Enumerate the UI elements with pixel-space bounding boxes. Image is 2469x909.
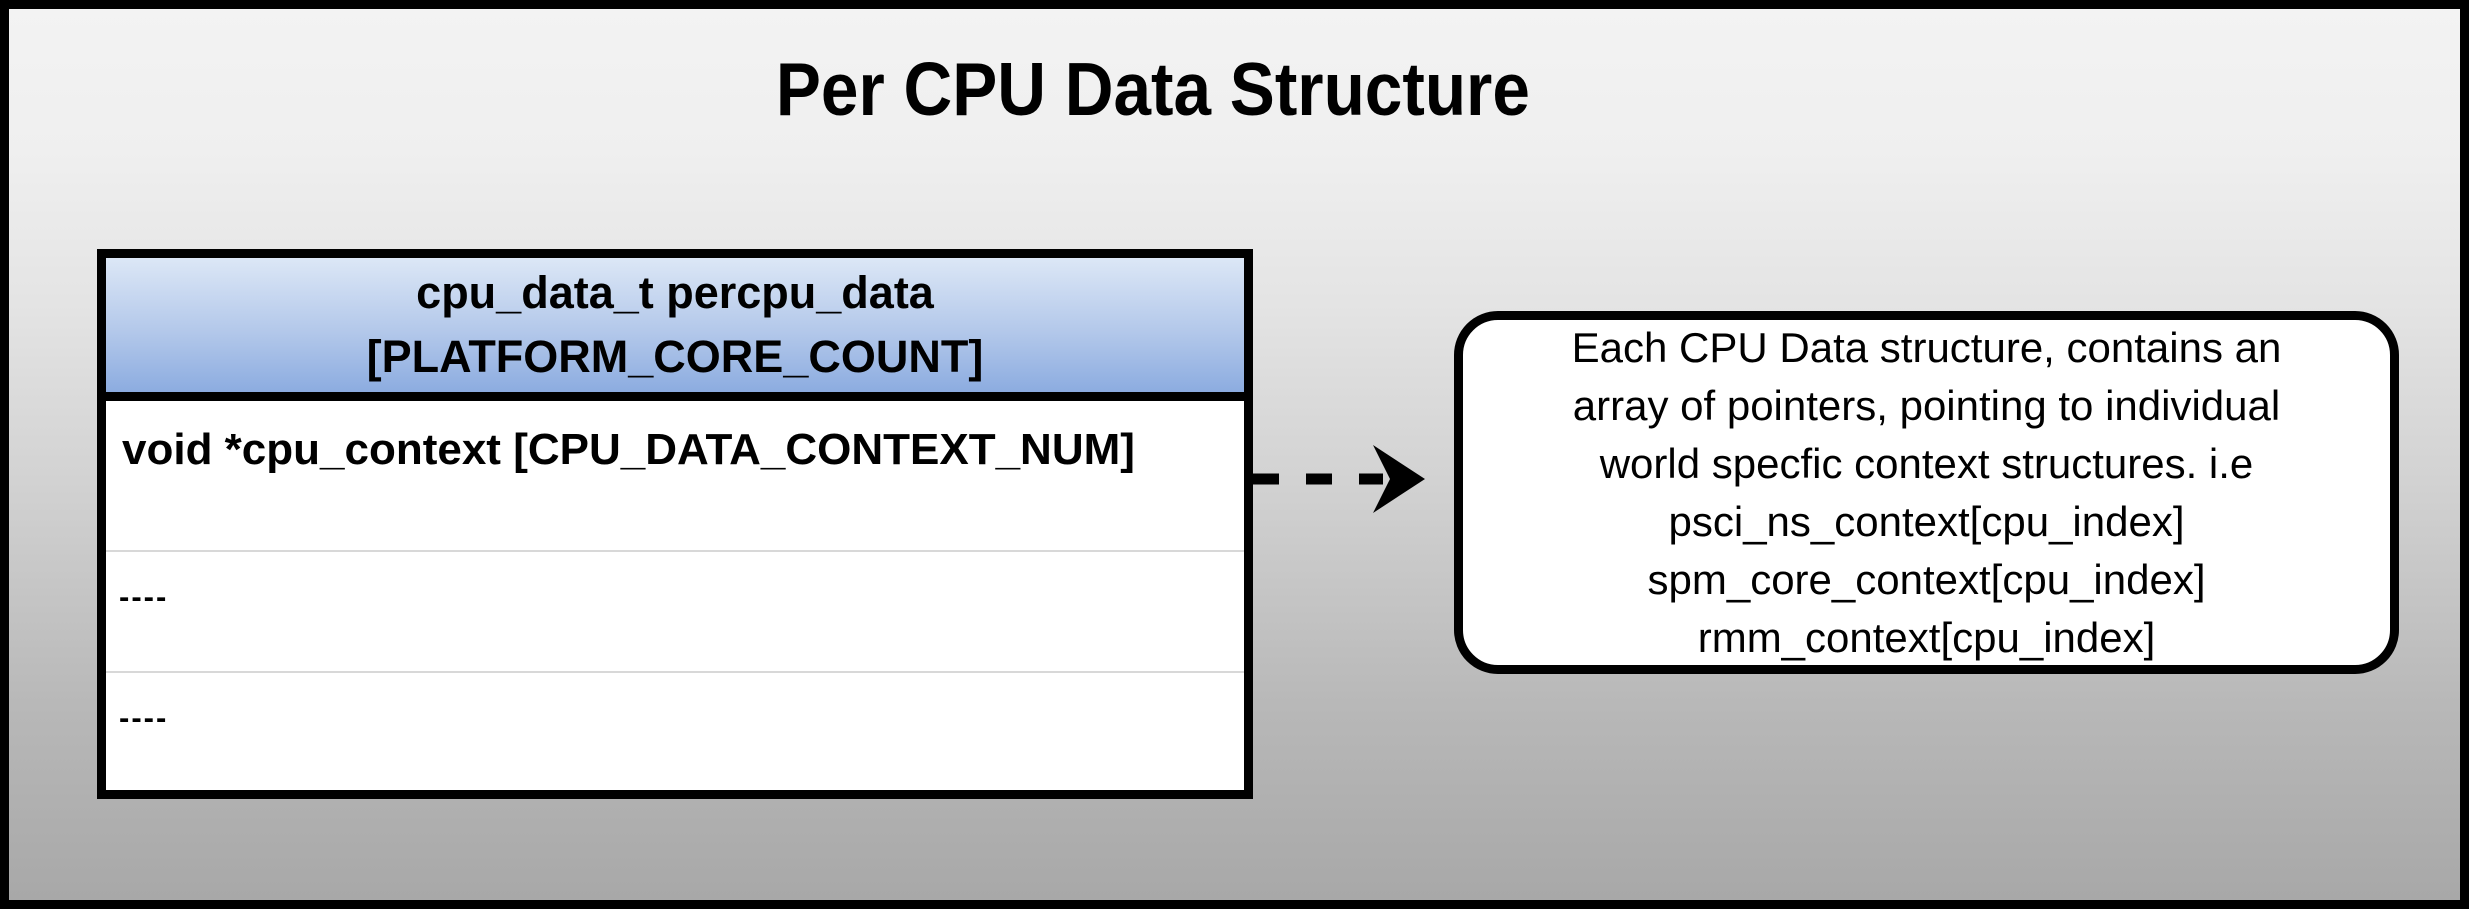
note-line-2: array of pointers, pointing to individua… — [1572, 381, 2281, 429]
note-line-1: Each CPU Data structure, contains an — [1571, 323, 2282, 371]
page-title: Per CPU Data Structure — [776, 47, 1530, 131]
note-line-4: psci_ns_context[cpu_index] — [1668, 497, 2185, 545]
title-container: Per CPU Data Structure — [9, 45, 2297, 133]
cell-text-cpu-context: void *cpu_context [CPU_DATA_CONTEXT_NUM] — [122, 425, 1135, 474]
note-box: Each CPU Data structure, contains an arr… — [1454, 311, 2399, 674]
note-line-3: world specfic context structures. i.e — [1599, 439, 2254, 487]
table-row-placeholder-2: ---- — [106, 673, 1244, 790]
table-header-line2: [PLATFORM_CORE_COUNT] — [366, 331, 984, 382]
table-header-line1: cpu_data_t percpu_data — [416, 267, 934, 318]
dashed-arrow-icon — [1253, 445, 1425, 513]
note-line-5: spm_core_context[cpu_index] — [1647, 555, 2206, 603]
cell-text-placeholder-2: ---- — [119, 700, 169, 735]
table-row-placeholder-1: ---- — [106, 552, 1244, 673]
table-row-cpu-context: void *cpu_context [CPU_DATA_CONTEXT_NUM] — [106, 401, 1244, 552]
cell-text-placeholder-1: ---- — [119, 579, 169, 614]
cpu-data-table: cpu_data_t percpu_data [PLATFORM_CORE_CO… — [97, 249, 1253, 799]
table-header: cpu_data_t percpu_data [PLATFORM_CORE_CO… — [106, 258, 1244, 401]
note-line-6: rmm_context[cpu_index] — [1697, 613, 2156, 661]
